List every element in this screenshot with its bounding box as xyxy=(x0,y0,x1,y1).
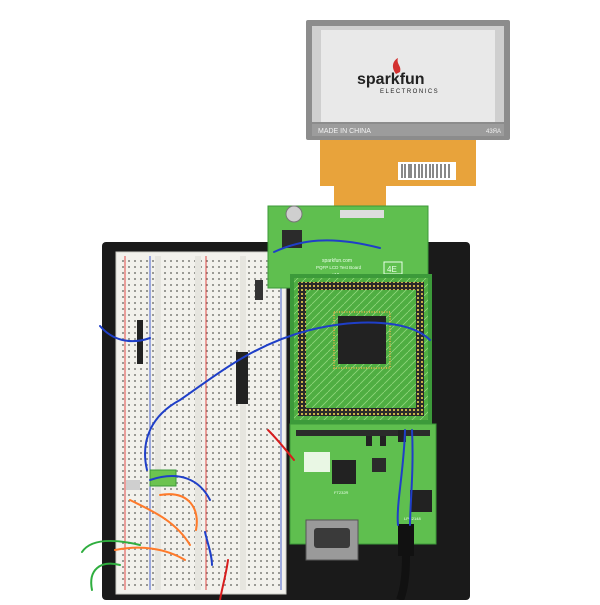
power-cable xyxy=(396,555,410,602)
dip-chip xyxy=(236,352,248,404)
small-connector xyxy=(255,280,263,300)
adapter-brand: sparkfun.com xyxy=(322,258,352,264)
lcd-frame-text-right: 43ЯA xyxy=(486,129,501,135)
adapter-line1: PQFP LCD Test Board xyxy=(316,265,362,270)
power-jack xyxy=(398,524,414,556)
lcd-flex-cable xyxy=(320,140,476,212)
qfp-breakout-board xyxy=(290,274,432,424)
jumper-wires xyxy=(81,239,431,601)
small-sensor-board xyxy=(149,469,177,487)
lcd-frame-text-left: MADE IN CHINA xyxy=(318,128,371,135)
lcd-brand-text: sparkfun xyxy=(357,71,425,88)
dev-board-label2: LPC2148 xyxy=(404,516,421,521)
adapter-badge: 4E xyxy=(387,265,397,274)
breadboard xyxy=(115,251,287,595)
sparkfun-flame-icon xyxy=(392,58,401,74)
lcd-brand-sub: ELECTRONICS xyxy=(380,89,439,95)
dev-board-label1: FT232R xyxy=(334,490,349,495)
lcd-module: MADE IN CHINA 43ЯA sparkfun ELECTRONICS xyxy=(306,20,510,140)
pin-header xyxy=(137,320,143,364)
development-board: FT232R LPC2148 xyxy=(289,423,437,561)
